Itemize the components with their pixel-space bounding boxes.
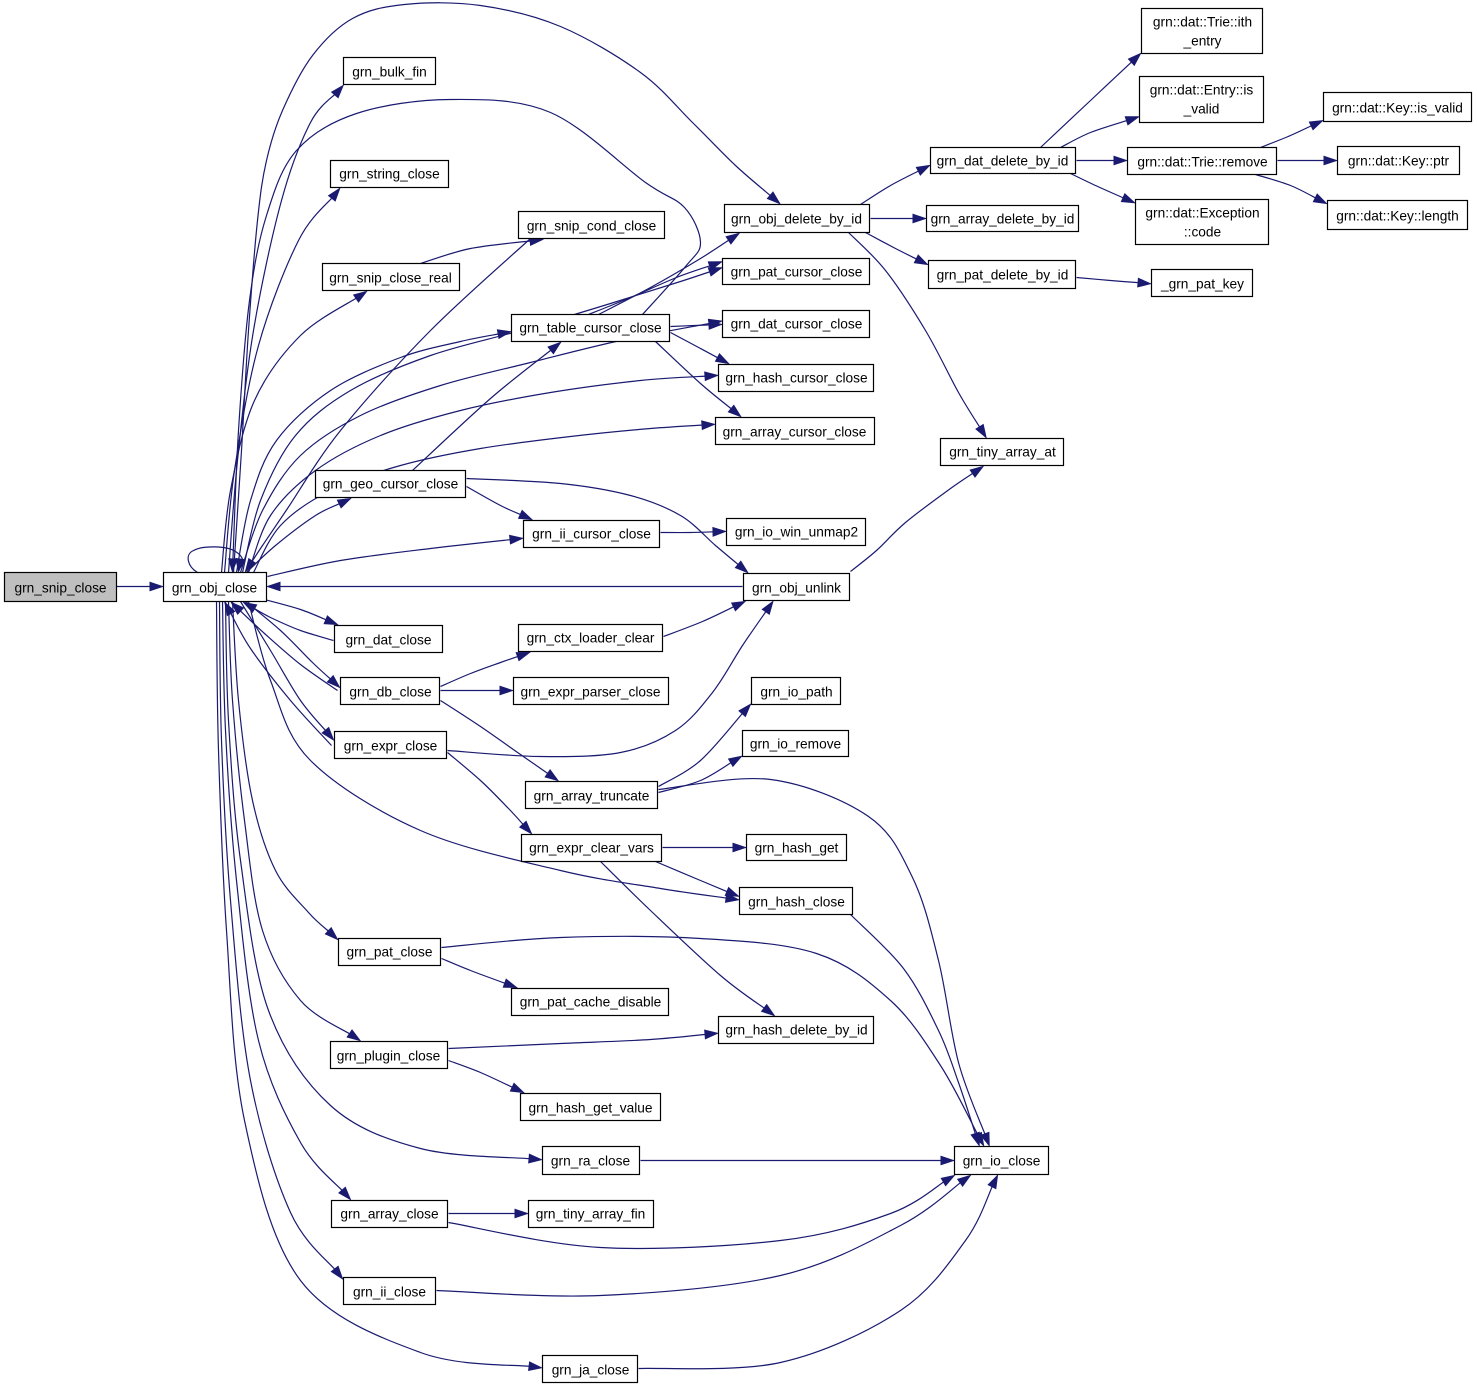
svg-text:grn_obj_close: grn_obj_close xyxy=(172,581,257,596)
svg-text:_valid: _valid xyxy=(1183,102,1220,117)
svg-text:grn_ja_close: grn_ja_close xyxy=(552,1363,630,1378)
svg-text:grn::dat::Key::is_valid: grn::dat::Key::is_valid xyxy=(1332,101,1463,116)
svg-text:grn_db_close: grn_db_close xyxy=(349,685,431,700)
svg-text:grn_dat_cursor_close: grn_dat_cursor_close xyxy=(731,317,863,332)
svg-text:grn::dat::Trie::ith: grn::dat::Trie::ith xyxy=(1153,15,1252,30)
svg-text:grn_expr_close: grn_expr_close xyxy=(344,739,438,754)
svg-text:grn_array_close: grn_array_close xyxy=(340,1207,438,1222)
svg-text:grn_dat_close: grn_dat_close xyxy=(346,633,432,648)
svg-text:grn_snip_close_real: grn_snip_close_real xyxy=(329,271,452,286)
svg-text:grn_expr_clear_vars: grn_expr_clear_vars xyxy=(529,841,654,856)
svg-text:grn::dat::Trie::remove: grn::dat::Trie::remove xyxy=(1137,155,1267,170)
svg-text:grn::dat::Exception: grn::dat::Exception xyxy=(1145,206,1259,221)
svg-text:grn_array_delete_by_id: grn_array_delete_by_id xyxy=(931,212,1075,227)
svg-text:grn_dat_delete_by_id: grn_dat_delete_by_id xyxy=(937,154,1069,169)
svg-text:::code: ::code xyxy=(1184,225,1221,240)
svg-text:grn_tiny_array_at: grn_tiny_array_at xyxy=(949,445,1056,460)
svg-text:grn::dat::Entry::is: grn::dat::Entry::is xyxy=(1150,83,1254,98)
svg-text:grn::dat::Key::ptr: grn::dat::Key::ptr xyxy=(1348,154,1450,169)
svg-text:grn_geo_cursor_close: grn_geo_cursor_close xyxy=(323,477,458,492)
svg-text:grn_expr_parser_close: grn_expr_parser_close xyxy=(521,685,661,700)
svg-text:grn_hash_close: grn_hash_close xyxy=(748,895,845,910)
svg-text:grn_io_win_unmap2: grn_io_win_unmap2 xyxy=(735,525,858,540)
svg-text:grn_ctx_loader_clear: grn_ctx_loader_clear xyxy=(527,631,655,646)
svg-text:grn::dat::Key::length: grn::dat::Key::length xyxy=(1336,209,1459,224)
svg-text:grn_pat_close: grn_pat_close xyxy=(347,945,433,960)
svg-text:grn_array_truncate: grn_array_truncate xyxy=(534,789,650,804)
svg-text:grn_hash_get_value: grn_hash_get_value xyxy=(528,1101,652,1116)
svg-text:grn_table_cursor_close: grn_table_cursor_close xyxy=(519,321,661,336)
svg-text:grn_string_close: grn_string_close xyxy=(339,167,439,182)
svg-text:grn_tiny_array_fin: grn_tiny_array_fin xyxy=(536,1207,646,1222)
svg-text:grn_snip_close: grn_snip_close xyxy=(14,581,106,596)
svg-text:grn_pat_cursor_close: grn_pat_cursor_close xyxy=(731,265,863,280)
svg-text:grn_io_close: grn_io_close xyxy=(963,1154,1041,1169)
svg-text:grn_ii_cursor_close: grn_ii_cursor_close xyxy=(532,527,651,542)
svg-text:_grn_pat_key: _grn_pat_key xyxy=(1160,277,1244,292)
svg-text:grn_bulk_fin: grn_bulk_fin xyxy=(352,65,427,80)
svg-text:_entry: _entry xyxy=(1182,34,1221,49)
svg-text:grn_io_path: grn_io_path xyxy=(760,685,832,700)
svg-text:grn_obj_delete_by_id: grn_obj_delete_by_id xyxy=(731,212,862,227)
svg-text:grn_ii_close: grn_ii_close xyxy=(353,1285,426,1300)
svg-text:grn_snip_cond_close: grn_snip_cond_close xyxy=(527,219,656,234)
svg-text:grn_pat_cache_disable: grn_pat_cache_disable xyxy=(520,995,662,1010)
svg-text:grn_hash_delete_by_id: grn_hash_delete_by_id xyxy=(725,1023,867,1038)
svg-text:grn_hash_cursor_close: grn_hash_cursor_close xyxy=(725,371,867,386)
svg-text:grn_io_remove: grn_io_remove xyxy=(750,737,841,752)
svg-text:grn_plugin_close: grn_plugin_close xyxy=(337,1049,441,1064)
svg-text:grn_ra_close: grn_ra_close xyxy=(551,1154,630,1169)
svg-text:grn_array_cursor_close: grn_array_cursor_close xyxy=(723,425,867,440)
svg-text:grn_hash_get: grn_hash_get xyxy=(755,841,839,856)
svg-text:grn_obj_unlink: grn_obj_unlink xyxy=(752,581,841,596)
svg-text:grn_pat_delete_by_id: grn_pat_delete_by_id xyxy=(937,268,1069,283)
